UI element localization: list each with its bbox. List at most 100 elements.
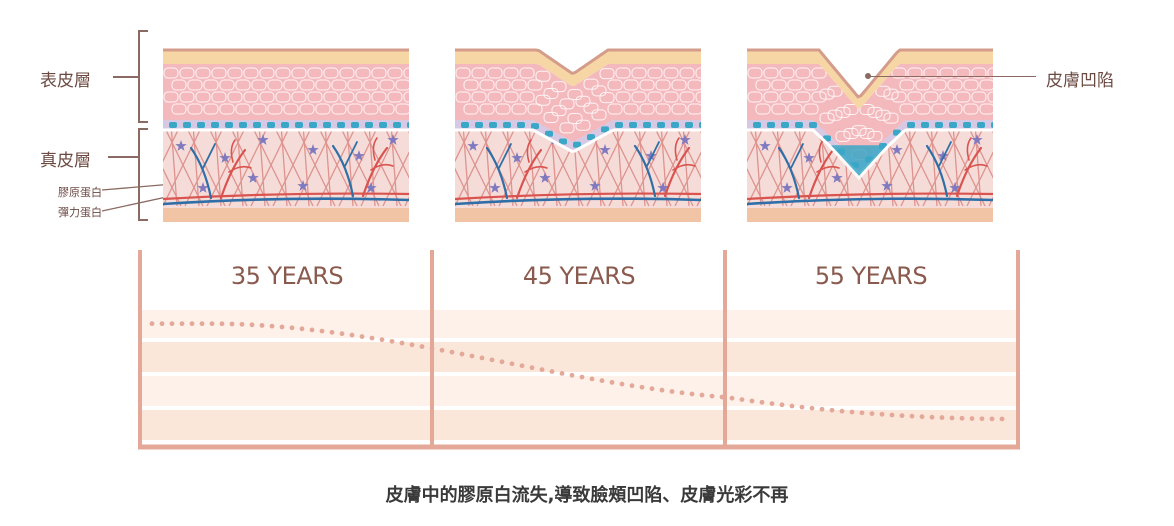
collagen-dot-45 (599, 378, 605, 384)
collagen-dot-77 (919, 414, 925, 420)
collagen-dot-82 (969, 416, 975, 421)
chart-band-3 (138, 410, 1020, 440)
collagen-dot-11 (259, 323, 265, 328)
collagen-dot-57 (719, 394, 725, 400)
collagen-dot-10 (249, 322, 255, 328)
collagen-dot-67 (819, 406, 825, 412)
collagen-dot-8 (229, 321, 235, 327)
collagen-dot-37 (519, 363, 525, 369)
collagen-dot-12 (269, 323, 275, 329)
collagen-dot-28 (429, 345, 435, 351)
collagen-dots (149, 321, 1005, 422)
collagen-dot-83 (979, 416, 985, 422)
dermis-bracket-top (138, 128, 148, 130)
collagen-dot-22 (369, 335, 375, 341)
collagen-dot-56 (709, 393, 715, 399)
collagen-dot-21 (359, 334, 365, 339)
collagen-dot-4 (189, 321, 195, 327)
collagen-dot-51 (659, 387, 665, 393)
collagen-dot-64 (789, 403, 795, 409)
collagen-dot-0 (149, 321, 155, 327)
chart-band-2 (138, 376, 1020, 406)
collagen-dot-31 (459, 351, 465, 357)
collagen-dot-5 (199, 321, 205, 327)
collagen-dot-16 (309, 327, 315, 333)
epidermis-cells (455, 64, 701, 142)
collagen-dot-50 (649, 386, 655, 392)
collagen-dot-48 (629, 383, 635, 389)
collagen-dot-85 (999, 416, 1005, 422)
collagen-dot-78 (929, 414, 935, 420)
collagen-dot-66 (809, 405, 815, 411)
stratum-corneum (747, 50, 993, 109)
cell-grid (455, 67, 701, 134)
subcutis-layer (163, 206, 409, 222)
dermis-pointer (108, 156, 138, 158)
collagen-dot-61 (759, 399, 765, 405)
collagen-dot-33 (479, 355, 485, 361)
collagen-dot-44 (589, 376, 595, 382)
collagen-dot-54 (689, 391, 695, 397)
collagen-label: 膠原蛋白 (58, 186, 102, 199)
dermis-bracket-bottom (138, 219, 148, 221)
basal-teal-cells (169, 122, 409, 128)
depression-pointer-dot (865, 73, 871, 79)
collagen-dot-62 (769, 401, 775, 407)
collagen-dot-68 (829, 407, 835, 413)
collagen-dot-17 (319, 328, 325, 334)
cell-grid (747, 67, 993, 161)
chart-band-0 (138, 310, 1020, 338)
collagen-dot-47 (619, 381, 625, 387)
skin-panel-55 (747, 48, 993, 222)
collagen-dot-75 (899, 413, 905, 419)
cell-grid (163, 67, 409, 115)
basal-teal-cells (461, 122, 701, 148)
collagen-dot-35 (499, 359, 505, 365)
collagen-dot-6 (209, 321, 215, 327)
collagen-dot-23 (379, 337, 385, 343)
caption: 皮膚中的膠原白流失,導致臉頰凹陷、皮膚光彩不再 (385, 485, 789, 506)
collagen-dot-71 (859, 410, 865, 416)
epidermis-pointer (113, 76, 138, 78)
collagen-dot-40 (549, 369, 555, 374)
collagen-dot-43 (579, 374, 585, 380)
skin-surface (455, 48, 701, 75)
collagen-dot-46 (609, 379, 615, 385)
chart-band-1 (138, 342, 1020, 372)
skin-panel-45 (455, 48, 701, 222)
basement-membrane (455, 128, 701, 154)
collagen-dot-55 (699, 392, 705, 398)
collagen-dot-76 (909, 413, 915, 419)
collagen-dot-26 (409, 342, 415, 348)
dermis-label: 真皮層 (40, 151, 91, 171)
depression-pointer (868, 76, 1036, 77)
collagen-dot-65 (799, 404, 805, 410)
epidermis-bracket-bottom (138, 121, 148, 123)
collagen-dot-32 (469, 353, 475, 359)
epidermis-bracket (138, 30, 140, 122)
collagen-dot-13 (279, 324, 285, 330)
stratum-corneum (455, 50, 701, 87)
epidermis-cells (747, 64, 993, 164)
collagen-dot-36 (509, 361, 515, 367)
year-label-35: 35 YEARS (230, 262, 344, 290)
collagen-dot-7 (219, 321, 225, 327)
collagen-dot-25 (399, 340, 405, 346)
blood-vessels (747, 137, 993, 206)
elastin-label: 彈力蛋白 (58, 206, 102, 219)
collagen-dot-24 (389, 338, 395, 344)
collagen-dot-15 (299, 326, 305, 332)
collagen-dot-69 (839, 408, 845, 414)
dermis-bracket (138, 128, 140, 220)
collagen-dot-3 (179, 321, 185, 327)
collagen-dot-39 (539, 367, 545, 372)
collagen-dot-74 (889, 412, 895, 418)
deep-fold (827, 144, 891, 181)
collagen-dot-80 (949, 415, 955, 421)
collagen-dot-53 (679, 390, 685, 396)
collagen-dot-73 (879, 411, 885, 417)
blood-vessels (163, 137, 409, 206)
depression-label: 皮膚凹陷 (1046, 71, 1114, 91)
collagen-dot-70 (849, 409, 855, 415)
fibroblast-stars (175, 134, 399, 193)
